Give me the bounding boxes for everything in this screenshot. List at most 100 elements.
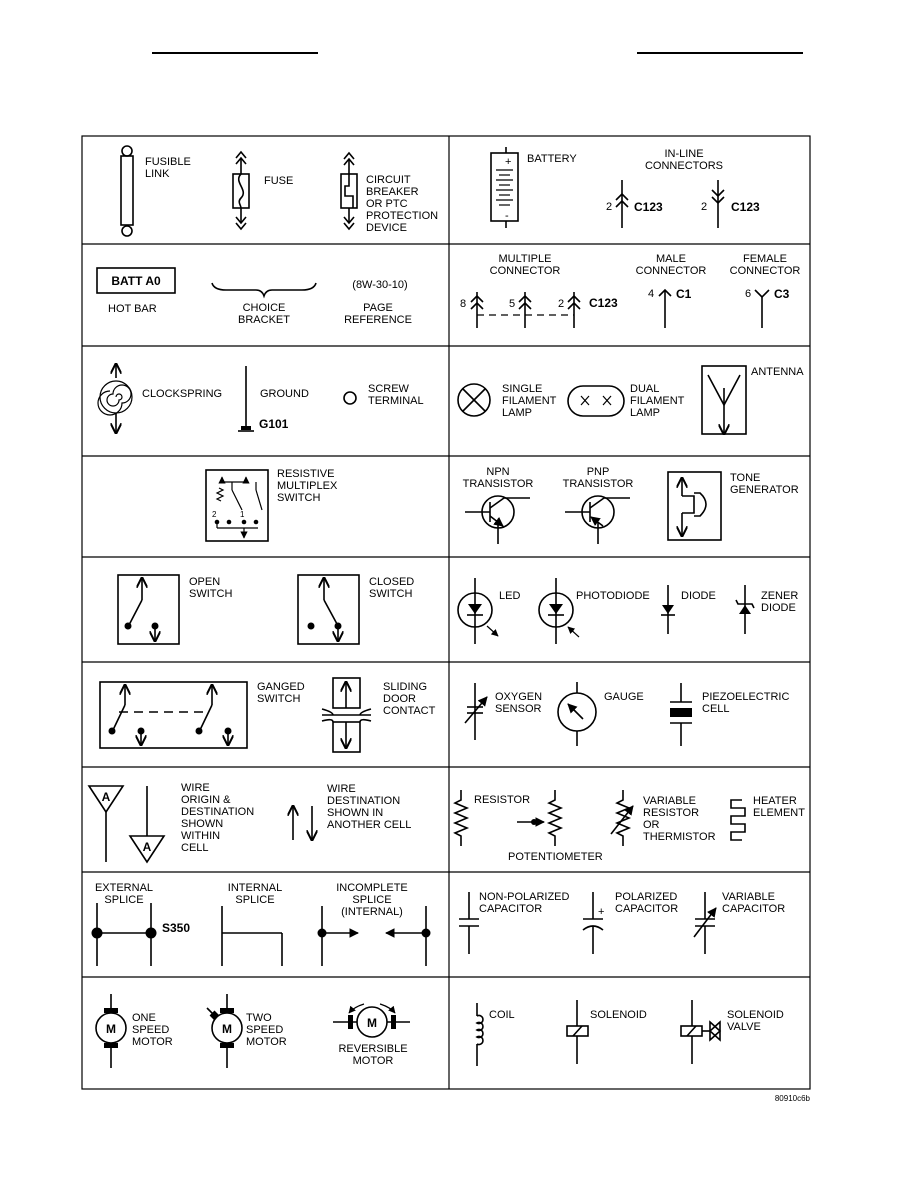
- photodiode-label: PHOTODIODE: [576, 590, 650, 602]
- oxygen-sensor-symbol: [464, 683, 488, 740]
- figure-code: 80910c6b: [775, 1094, 811, 1103]
- hot-bar-box-text: BATT A0: [111, 274, 161, 288]
- closed-switch-symbol: [297, 574, 360, 645]
- ground-symbol: [238, 366, 254, 432]
- one-speed-motor-letter: M: [106, 1022, 116, 1036]
- external-splice-code: S350: [162, 921, 190, 935]
- ground-code: G101: [259, 417, 289, 431]
- hot-bar-label: HOT BAR: [108, 303, 157, 315]
- variable-capacitor-symbol: [693, 892, 717, 954]
- led-label: LED: [499, 590, 520, 602]
- open-switch-symbol: [117, 574, 180, 645]
- one-speed-motor-symbol: [95, 994, 127, 1068]
- wire-origin-flag-bottom: A: [143, 840, 152, 854]
- photodiode-symbol: [538, 578, 580, 644]
- polarized-capacitor-plus: +: [598, 906, 604, 918]
- multiplex-position-2: 2: [212, 510, 217, 519]
- led-symbol: [457, 578, 499, 644]
- piezoelectric-cell-symbol: [670, 683, 692, 746]
- solenoid-valve-symbol: [680, 1000, 722, 1064]
- two-speed-motor-letter: M: [222, 1022, 232, 1036]
- incomplete-splice-symbol: [317, 906, 431, 966]
- ganged-switch-symbol: [99, 681, 248, 749]
- polarized-capacitor-symbol: [582, 892, 604, 954]
- wire-destination-symbol: [293, 806, 312, 840]
- npn-transistor-symbol: [465, 495, 530, 544]
- battery-label: BATTERY: [527, 153, 577, 165]
- coil-label: COIL: [489, 1009, 515, 1021]
- male-connector-symbol: [658, 288, 672, 328]
- dual-filament-lamp-symbol: [567, 385, 625, 417]
- wire-origin-symbol: [87, 785, 166, 864]
- clockspring-symbol: [97, 364, 133, 433]
- two-speed-motor-symbol: [206, 994, 243, 1068]
- inline-connector-male-symbol: [615, 180, 629, 228]
- choice-bracket-symbol: [211, 282, 317, 299]
- multiple-connector-code: C123: [589, 296, 618, 310]
- page-reference-value: (8W-30-10): [352, 279, 407, 291]
- resistor-symbol: [452, 790, 470, 846]
- internal-splice-symbol: [221, 906, 283, 966]
- multiple-connector-pin-1: 8: [460, 298, 466, 310]
- multiplex-position-1: 1: [240, 510, 245, 519]
- pnp-transistor-symbol: [565, 495, 630, 544]
- resistor-label: RESISTOR: [474, 794, 530, 806]
- antenna-label: ANTENNA: [751, 366, 804, 378]
- multiple-connector-pin-2: 5: [509, 298, 515, 310]
- heater-element-symbol: [730, 799, 746, 841]
- gauge-symbol: [557, 682, 597, 746]
- diode-symbol: [661, 585, 675, 634]
- inline-connector-pin-a: 2: [606, 201, 612, 213]
- single-filament-lamp-symbol: [457, 383, 491, 417]
- female-connector-symbol: [754, 289, 770, 328]
- zener-diode-symbol: [735, 585, 755, 634]
- male-connector-pin: 4: [648, 288, 654, 300]
- inline-connector-female-symbol: [711, 180, 725, 228]
- legend-grid: [81, 135, 811, 1090]
- inline-connector-code-b: C123: [731, 200, 760, 214]
- multiple-connector-pin-3: 2: [558, 298, 564, 310]
- antenna-symbol: [701, 365, 747, 434]
- fuse-symbol: [232, 150, 250, 231]
- solenoid-label: SOLENOID: [590, 1009, 647, 1021]
- potentiometer-label: POTENTIOMETER: [508, 851, 603, 863]
- male-connector-code: C1: [676, 287, 692, 301]
- tone-generator-symbol: [667, 471, 722, 541]
- wire-origin-flag-top: A: [102, 790, 111, 804]
- female-connector-code: C3: [774, 287, 790, 301]
- hot-bar-box: [96, 267, 176, 294]
- circuit-breaker-symbol: [340, 151, 358, 231]
- external-splice-symbol: [91, 903, 157, 966]
- screw-terminal-symbol: [343, 391, 357, 405]
- reversible-motor-letter: M: [367, 1016, 377, 1030]
- multiple-connector-symbol: [470, 292, 581, 328]
